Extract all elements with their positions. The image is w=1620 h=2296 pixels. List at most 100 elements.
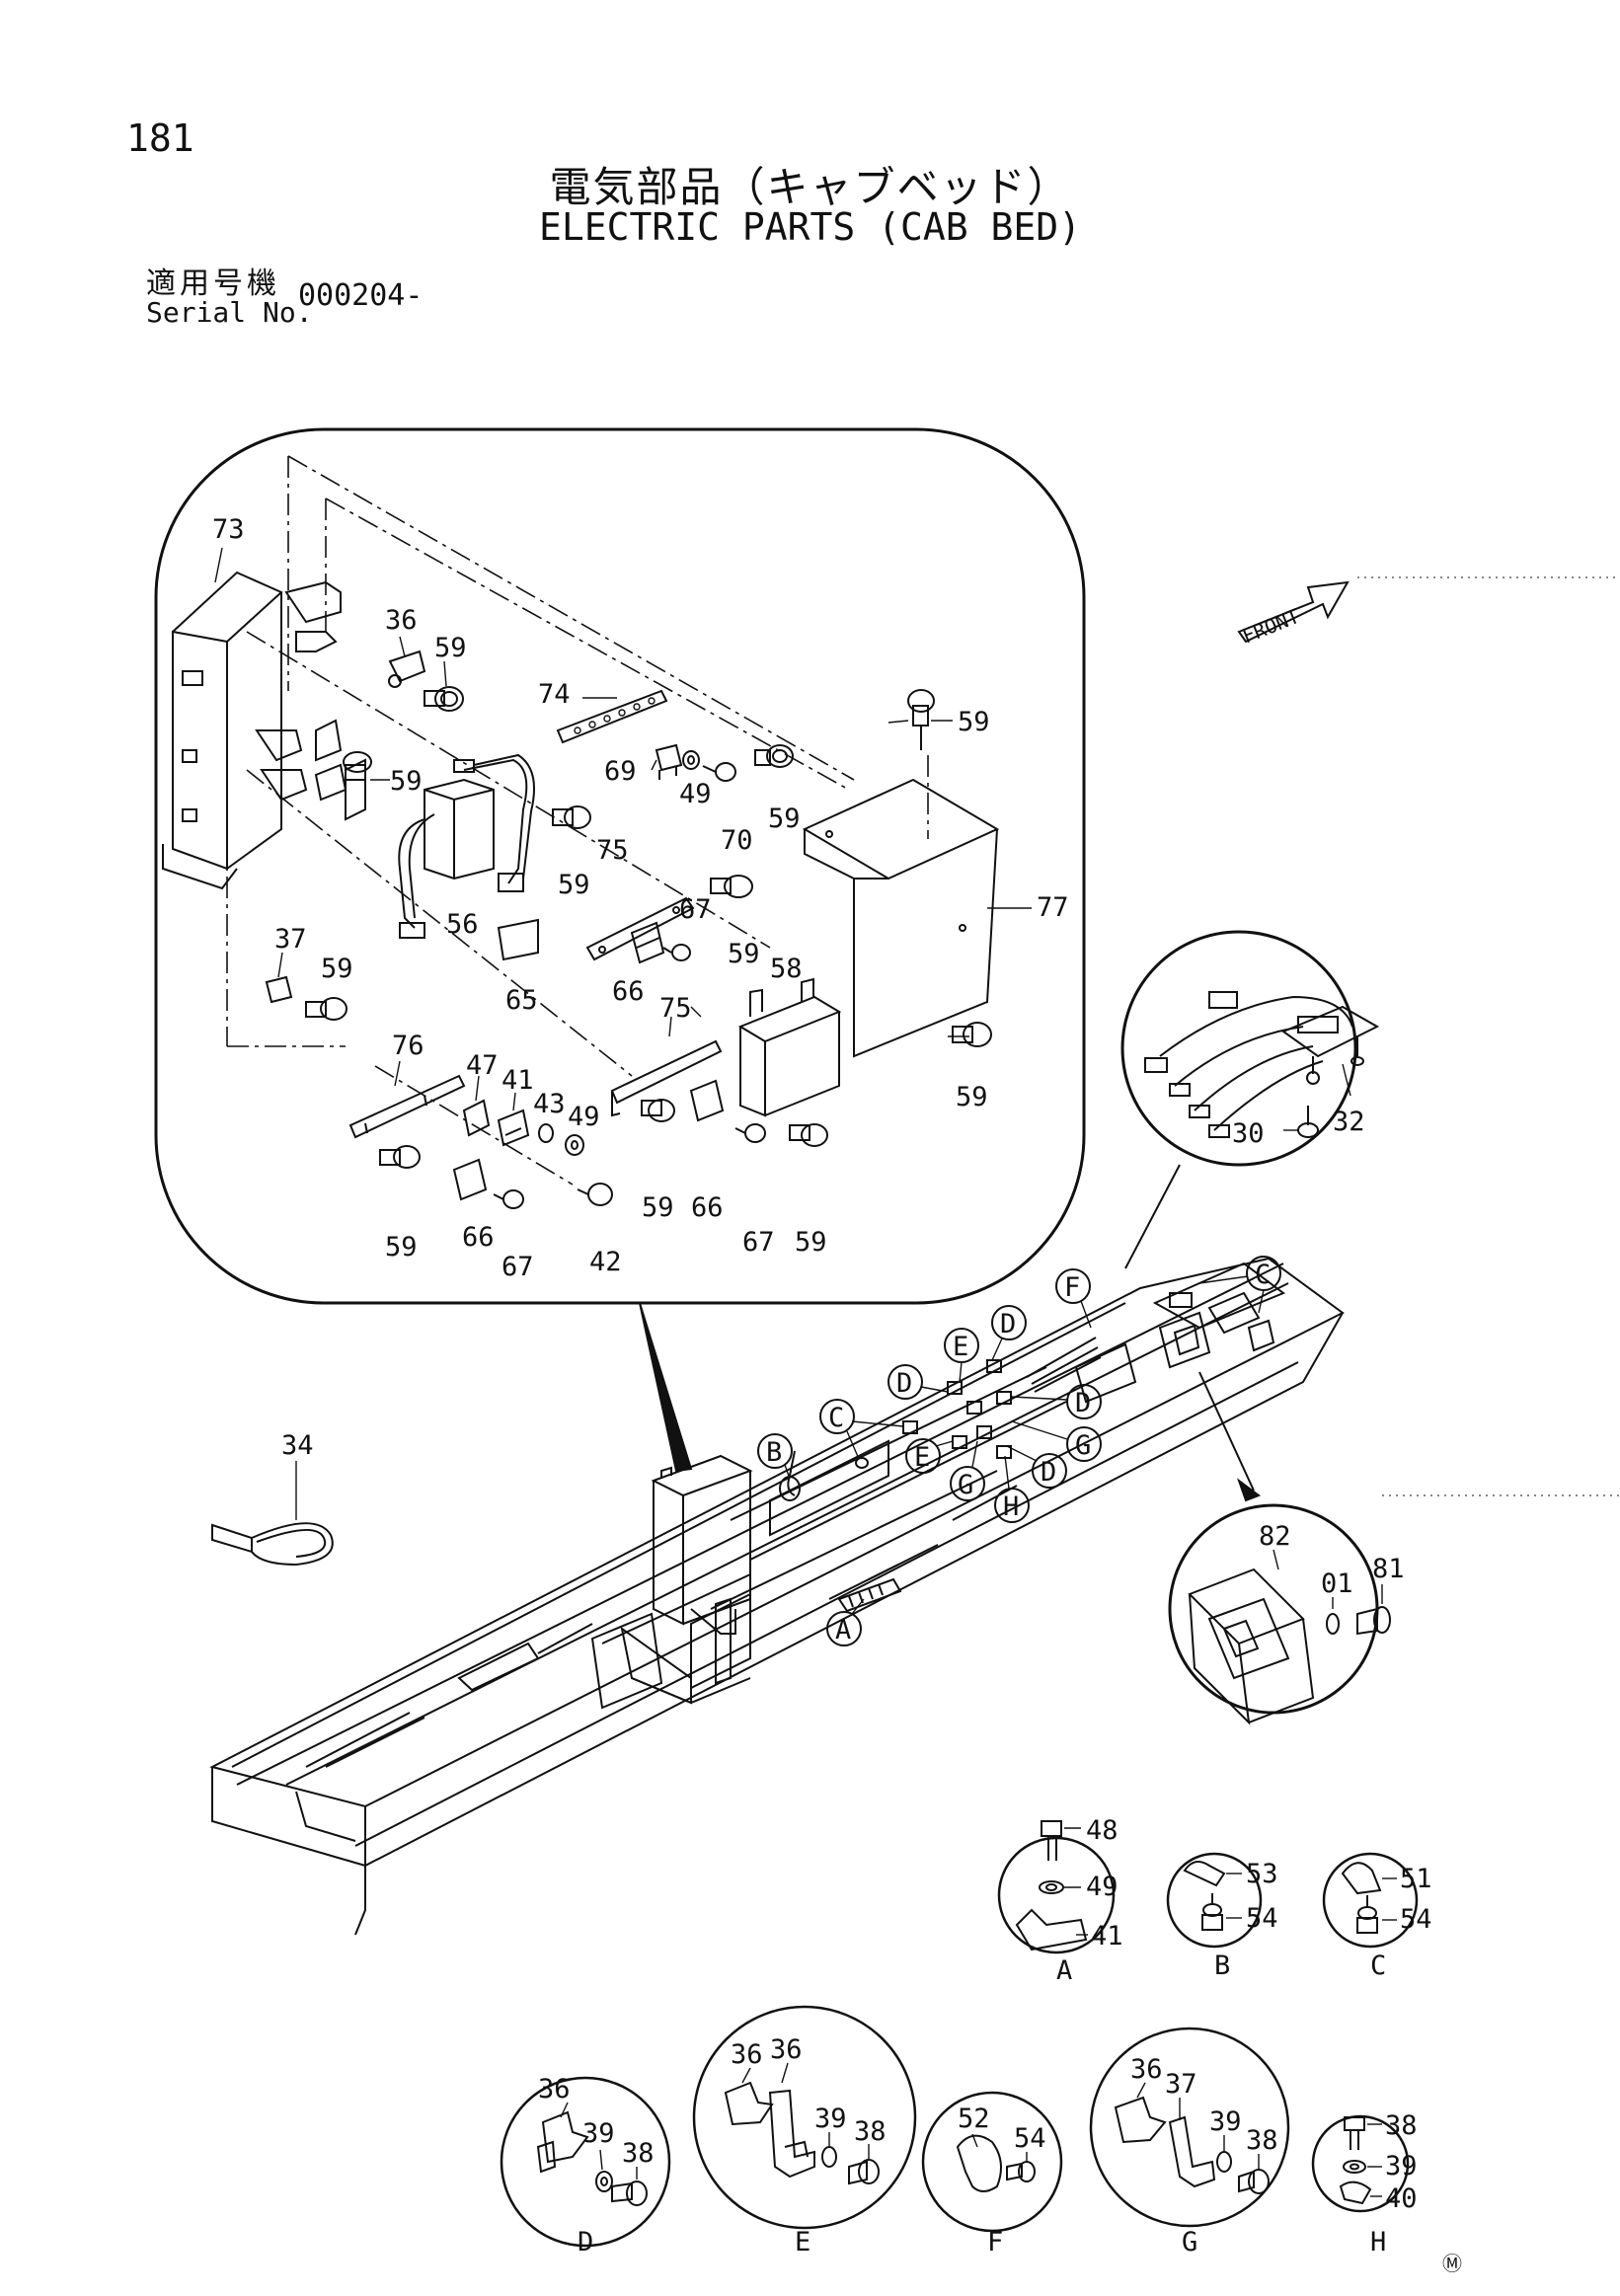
callout-59: 59: [642, 1192, 674, 1223]
part-58-controller: [737, 977, 842, 1117]
callout-E-36b: 36: [770, 2034, 803, 2065]
detail-label-H: H: [1370, 2227, 1386, 2258]
part-76-bar: [348, 1074, 466, 1139]
ref-circle-F: F: [1055, 1268, 1092, 1329]
serial-label-japanese: 適用号機: [146, 267, 280, 301]
part-70-screw: [702, 762, 736, 782]
ref-circle-C-left: C: [819, 1399, 904, 1460]
callout-E-38: 38: [854, 2116, 887, 2147]
callout-C-54: 54: [1400, 1904, 1432, 1935]
part-59-bolt-j: [641, 1099, 675, 1122]
callout-H-40: 40: [1385, 2183, 1418, 2214]
front-arrow-icon: FRONT: [1237, 576, 1620, 649]
callout-59: 59: [956, 1082, 988, 1112]
part-67-screw-b: [493, 1189, 524, 1209]
callout-37: 37: [274, 924, 307, 955]
detail-E: [692, 2005, 917, 2230]
callout-42: 42: [589, 1247, 622, 1277]
ref-circle-E-lower: E: [905, 1438, 954, 1474]
callout-70: 70: [721, 825, 753, 856]
callout-77: 77: [1037, 892, 1069, 923]
part-77-cover: [802, 778, 1000, 1058]
part-67-screw-c: [734, 1123, 766, 1143]
front-arrow-label: FRONT: [1239, 604, 1303, 649]
ref-circle-A: A: [826, 1598, 865, 1646]
detail-G: [1089, 2027, 1290, 2228]
part-43-washer: [538, 1123, 554, 1143]
callout-49: 49: [568, 1102, 600, 1132]
callout-47: 47: [466, 1050, 499, 1081]
callout-69: 69: [604, 756, 637, 787]
svg-text:E: E: [953, 1332, 968, 1362]
callout-B-54: 54: [1246, 1903, 1278, 1934]
ref-circle-E-upper: E: [944, 1328, 979, 1383]
detail-label-C: C: [1370, 1951, 1386, 1981]
svg-text:D: D: [1000, 1309, 1016, 1339]
callout-67: 67: [501, 1252, 534, 1282]
svg-text:H: H: [1003, 1492, 1019, 1522]
callout-59: 59: [390, 766, 423, 797]
enlarged-view-frame: [154, 427, 1086, 1305]
callout-59: 59: [728, 939, 760, 969]
ref-circle-D-lower: D: [1006, 1445, 1067, 1489]
callout-43: 43: [533, 1089, 566, 1119]
part-67-screw-a: [662, 944, 691, 961]
part-65-label: [497, 918, 539, 961]
callout-H-39: 39: [1385, 2151, 1418, 2181]
callout-66: 66: [691, 1192, 724, 1223]
ref-circle-B: B: [757, 1433, 793, 1480]
harness-detail: [1120, 930, 1380, 1269]
svg-text:G: G: [1075, 1430, 1091, 1461]
callout-F-54: 54: [1014, 2123, 1046, 2154]
callout-75: 75: [659, 993, 692, 1024]
callout-65: 65: [505, 985, 538, 1016]
part-59-bolt-e: [710, 875, 753, 898]
callout-59: 59: [558, 870, 590, 900]
detail-label-B: B: [1214, 1951, 1230, 1981]
part-59-bolt-d: [552, 805, 591, 829]
part-41-clip-a: [497, 1109, 530, 1147]
callout-D-38: 38: [622, 2138, 655, 2169]
ref-circle-D-upper: D: [991, 1305, 1027, 1361]
detail-A: [997, 1820, 1116, 1954]
callout-66: 66: [462, 1222, 495, 1253]
part-59-bolt-f: [907, 689, 935, 750]
ref-circle-D-right: D: [1011, 1384, 1102, 1419]
svg-text:C: C: [828, 1403, 844, 1433]
callout-B-53: 53: [1246, 1859, 1278, 1889]
part-34-cable-tie: [211, 1461, 334, 1567]
detail-label-D: D: [578, 2227, 593, 2258]
callout-74: 74: [538, 679, 571, 710]
callout-56: 56: [446, 909, 479, 940]
callout-A-48: 48: [1086, 1815, 1119, 1846]
part-69-relay: [655, 743, 683, 780]
serial-label-english: Serial No.: [146, 296, 313, 329]
callout-41: 41: [501, 1065, 534, 1096]
page-title-japanese: 電気部品（キャブベッド）: [549, 163, 1071, 211]
callout-67: 67: [679, 894, 712, 925]
callout-leaders: [214, 547, 1032, 1111]
part-66-clamp-a: [630, 921, 665, 964]
svg-text:D: D: [896, 1368, 912, 1399]
callout-58: 58: [770, 954, 803, 984]
detail-D: [500, 2076, 671, 2248]
part-56-relay-harness: [398, 753, 535, 939]
enlarged-view-pointer: [639, 1302, 693, 1473]
callout-A-41: 41: [1091, 1921, 1123, 1952]
detail-H: [1311, 2114, 1410, 2213]
part-59-bolt-h: [305, 997, 347, 1021]
ref-circle-G-right: G: [1011, 1420, 1102, 1462]
part-59-bolt-k: [789, 1123, 828, 1147]
part-59-bolt-b: [754, 744, 794, 768]
svg-text:D: D: [1041, 1457, 1056, 1488]
part-66-clamp-b: [452, 1158, 488, 1201]
part-37-connector: [265, 975, 293, 1004]
detail-label-E: E: [795, 2227, 810, 2258]
callout-82: 82: [1259, 1521, 1291, 1552]
enlarged-view: [154, 427, 1086, 1473]
callout-D-39: 39: [582, 2118, 615, 2149]
maker-mark: Ⓜ: [1442, 2252, 1462, 2275]
detail-C: [1322, 1852, 1419, 1949]
callout-49: 49: [679, 779, 712, 809]
svg-text:F: F: [1064, 1272, 1080, 1303]
